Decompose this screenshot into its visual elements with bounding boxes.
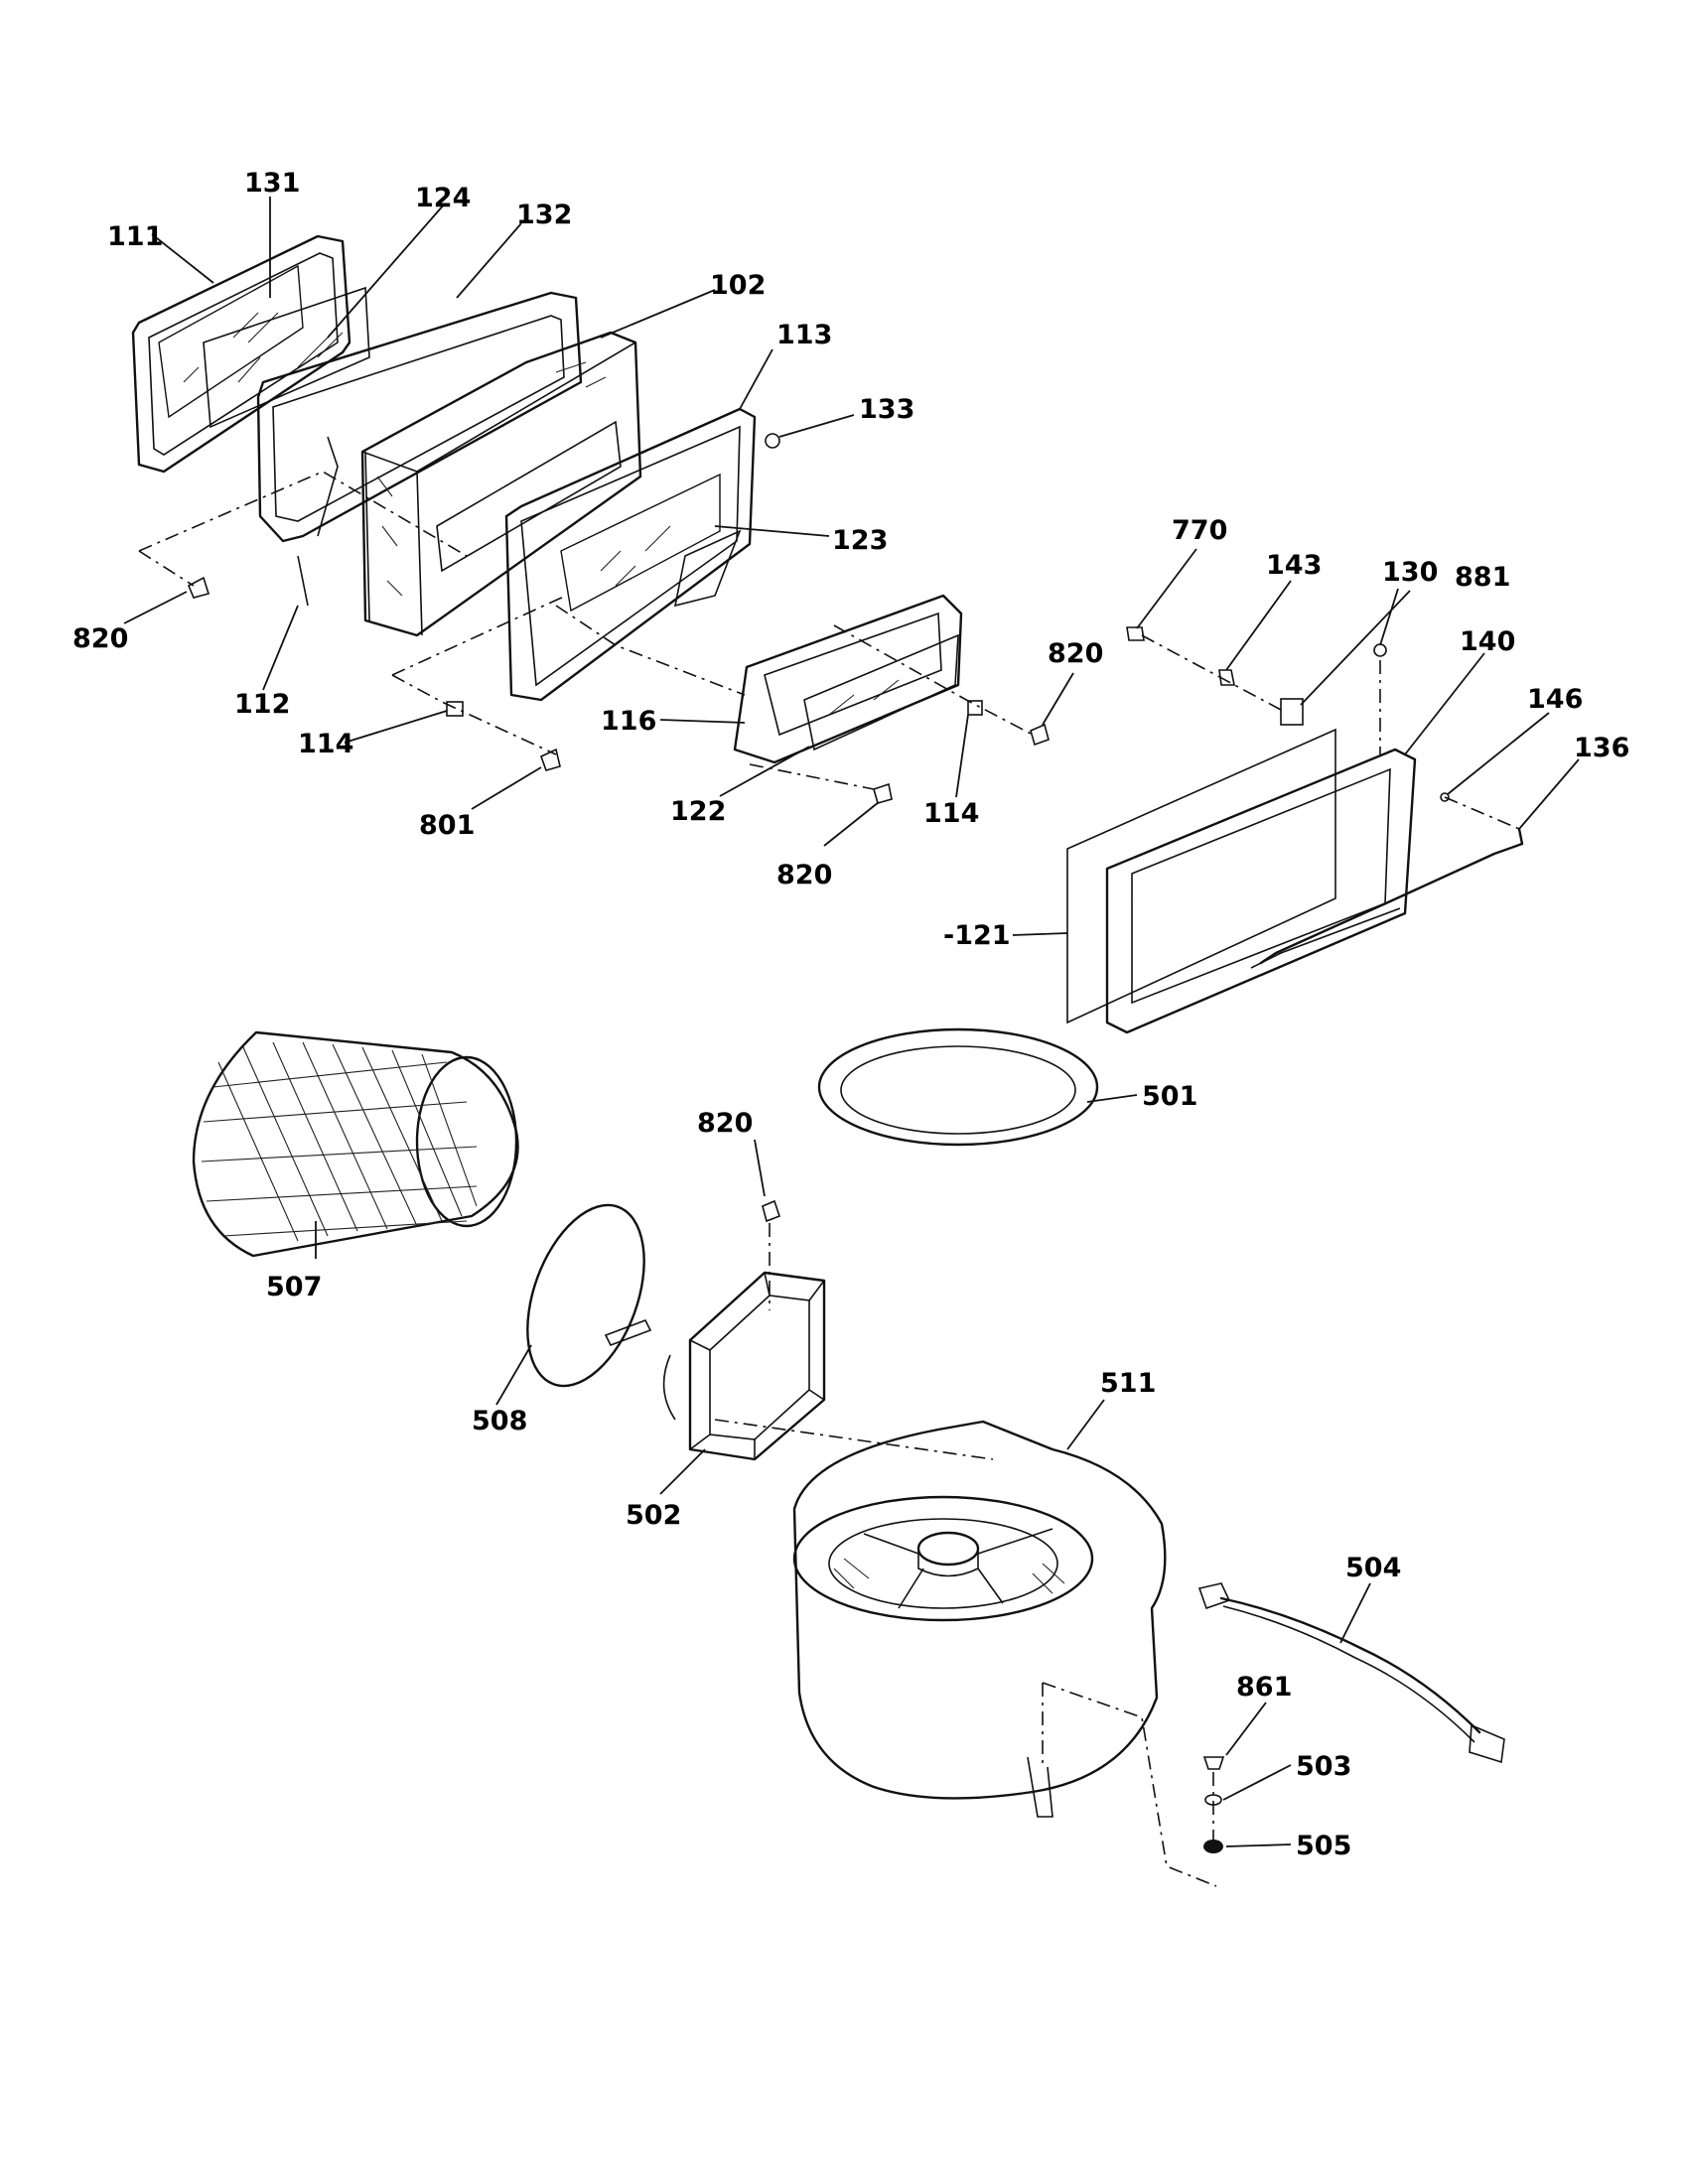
screw-820-blower — [762, 1199, 781, 1310]
bracket-130 — [1280, 698, 1304, 726]
alignment-lines-panel — [1141, 634, 1520, 830]
callout-122: 122 — [670, 796, 726, 827]
callout-501: 501 — [1142, 1081, 1197, 1112]
callout-820-bottom: 820 — [776, 860, 832, 890]
callout-770: 770 — [1172, 515, 1227, 546]
duct-adapter-502 — [662, 1271, 826, 1461]
blower-housing-511 — [714, 1419, 1217, 1887]
wire-harness-504 — [1197, 1582, 1505, 1764]
clip-114-right — [967, 700, 983, 716]
screw-820-door — [187, 576, 210, 599]
screw-133 — [765, 414, 855, 449]
leader-lines — [123, 197, 1580, 1847]
callout-113: 113 — [776, 320, 832, 350]
callout-124: 124 — [415, 183, 471, 213]
callout-121: -121 — [943, 920, 1011, 951]
grommet-146 — [1440, 792, 1450, 802]
callout-130: 130 — [1382, 557, 1438, 588]
callout-112: 112 — [234, 689, 290, 720]
door-gasket-frame-132 — [256, 291, 583, 607]
callout-504: 504 — [1345, 1553, 1401, 1583]
alignment-lines-door — [138, 471, 1034, 790]
callout-114-right: 114 — [923, 798, 979, 829]
callout-820-left: 820 — [72, 623, 128, 654]
callout-801: 801 — [419, 810, 475, 841]
screw-881 — [1373, 643, 1387, 657]
screw-820-hinge-bottom — [873, 782, 893, 804]
callout-503: 503 — [1296, 1751, 1351, 1782]
callout-140: 140 — [1460, 626, 1515, 657]
callout-508: 508 — [472, 1406, 527, 1436]
callout-102: 102 — [710, 270, 766, 301]
callout-820-right: 820 — [1048, 638, 1103, 669]
control-panel-sheet-121 — [1066, 728, 1336, 1024]
flex-duct-507 — [192, 1030, 519, 1258]
callout-123: 123 — [832, 525, 888, 556]
door-glass-131 — [158, 264, 304, 419]
hinge-plate-116 — [733, 594, 963, 764]
screw-820-hinge-right — [1030, 723, 1050, 747]
door-glass-124 — [203, 286, 370, 429]
screw-861 — [1202, 1756, 1225, 1846]
callout-143: 143 — [1266, 550, 1322, 581]
callout-502: 502 — [626, 1500, 681, 1531]
callout-881: 881 — [1455, 562, 1510, 593]
hose-clamp-508 — [526, 1203, 652, 1388]
screw-770 — [1126, 626, 1145, 641]
callout-136: 136 — [1574, 733, 1629, 763]
door-outer-frame-111 — [131, 234, 351, 474]
washer-503 — [1204, 1794, 1222, 1806]
door-inner-glass-123 — [560, 473, 742, 613]
callout-505: 505 — [1296, 1831, 1351, 1861]
hinge-glass-122 — [803, 633, 959, 751]
callout-507: 507 — [266, 1272, 322, 1302]
nut-505 — [1203, 1840, 1223, 1853]
clip-114 — [446, 701, 464, 717]
callout-146: 146 — [1527, 684, 1583, 715]
callout-132: 132 — [516, 200, 572, 230]
tube-136 — [1259, 827, 1524, 965]
callout-116: 116 — [601, 706, 656, 737]
callout-131: 131 — [244, 168, 300, 199]
gasket-ring-501 — [817, 1027, 1099, 1147]
callout-861: 861 — [1236, 1672, 1292, 1703]
callout-820-blower: 820 — [697, 1108, 753, 1139]
callout-511: 511 — [1100, 1368, 1156, 1399]
callout-133: 133 — [859, 394, 914, 425]
callout-114-left: 114 — [298, 729, 353, 759]
callout-111: 111 — [107, 221, 163, 252]
door-inner-panel-113 — [504, 407, 757, 702]
door-liner-box-102 — [360, 331, 642, 637]
control-panel-frame-140 — [1105, 748, 1417, 1034]
